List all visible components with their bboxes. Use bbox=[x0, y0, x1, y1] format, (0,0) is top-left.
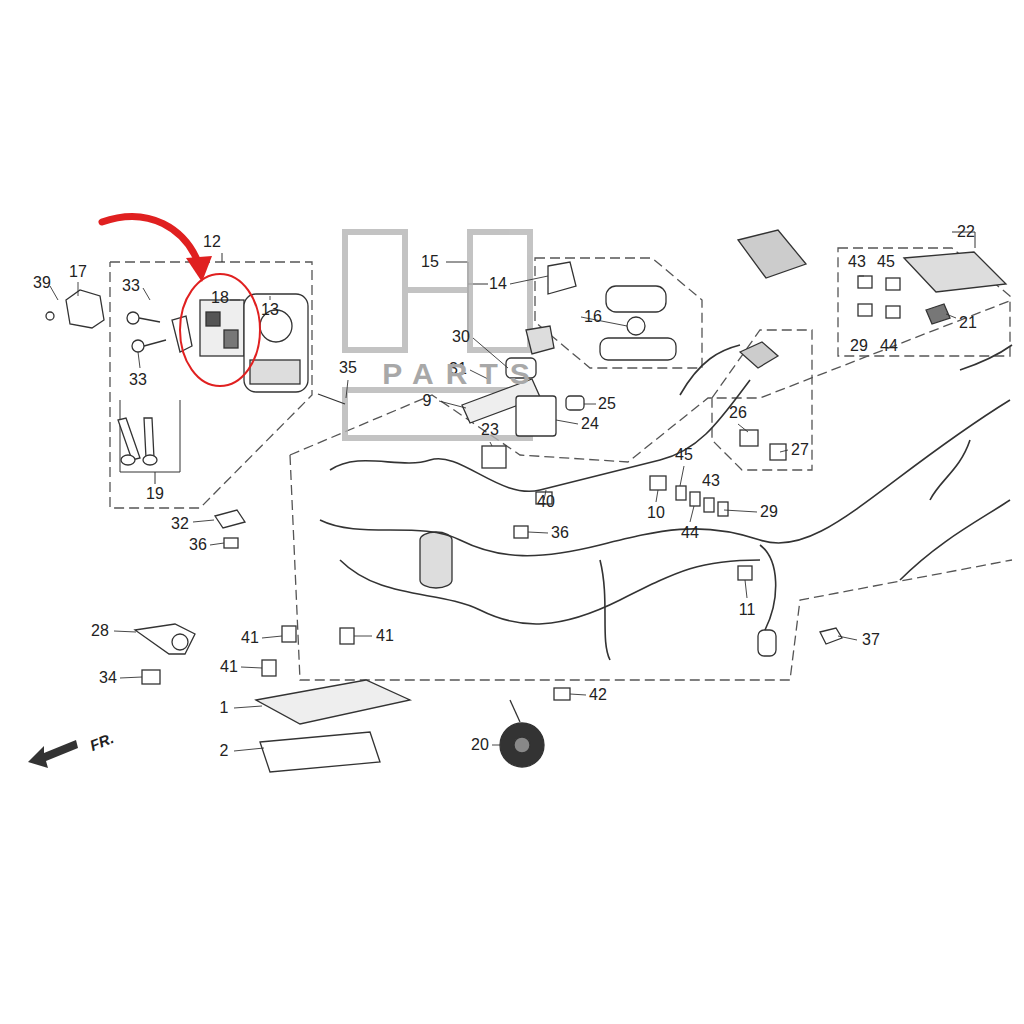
callout-number: 21 bbox=[958, 314, 978, 332]
callout-number: 29 bbox=[849, 337, 869, 355]
callout-number: 24 bbox=[580, 415, 600, 433]
callout-number: 45 bbox=[876, 253, 896, 271]
callout-number: 30 bbox=[451, 328, 471, 346]
callout-number: 19 bbox=[145, 485, 165, 503]
callout-number: 11 bbox=[738, 601, 757, 619]
callout-number: 1 bbox=[219, 699, 230, 717]
callout-number: 22 bbox=[956, 223, 976, 241]
callout-number: 23 bbox=[480, 421, 500, 439]
callout-number: 32 bbox=[170, 515, 190, 533]
callout-number: 25 bbox=[597, 395, 617, 413]
callout-number: 45 bbox=[674, 446, 694, 464]
callout-number: 12 bbox=[202, 233, 222, 251]
callout-number: 9 bbox=[422, 392, 433, 410]
callout-number: 10 bbox=[646, 504, 666, 522]
callout-number: 41 bbox=[219, 658, 239, 676]
callout-number: 27 bbox=[790, 441, 810, 459]
callout-number: 42 bbox=[588, 686, 608, 704]
callout-number: 35 bbox=[338, 359, 358, 377]
callout-number: 36 bbox=[188, 536, 208, 554]
callout-number: 44 bbox=[879, 337, 899, 355]
callout-number: 43 bbox=[701, 472, 721, 490]
direction-label: FR. bbox=[86, 729, 117, 755]
watermark: PARTS bbox=[381, 358, 542, 390]
callout-number: 16 bbox=[583, 308, 603, 326]
callout-number: 28 bbox=[90, 622, 110, 640]
callout-number: 41 bbox=[240, 629, 260, 647]
callout-number: 40 bbox=[536, 493, 556, 511]
callout-number: 18 bbox=[210, 289, 230, 307]
callout-number: 29 bbox=[759, 503, 779, 521]
callout-number: 33 bbox=[121, 277, 141, 295]
callout-number: 43 bbox=[847, 253, 867, 271]
callout-number: 41 bbox=[375, 627, 395, 645]
callout-number: 14 bbox=[488, 275, 508, 293]
callout-number: 34 bbox=[98, 669, 118, 687]
callout-number: 37 bbox=[861, 631, 881, 649]
callout-number: 20 bbox=[470, 736, 490, 754]
callout-number: 39 bbox=[32, 274, 52, 292]
callout-number: 13 bbox=[260, 301, 280, 319]
callout-number: 15 bbox=[420, 253, 440, 271]
callout-number: 33 bbox=[128, 371, 148, 389]
callout-number: 44 bbox=[680, 524, 700, 542]
callout-number: 17 bbox=[68, 263, 88, 281]
callout-number: 36 bbox=[550, 524, 570, 542]
callout-number: 26 bbox=[728, 404, 748, 422]
callout-number: 2 bbox=[219, 742, 230, 760]
